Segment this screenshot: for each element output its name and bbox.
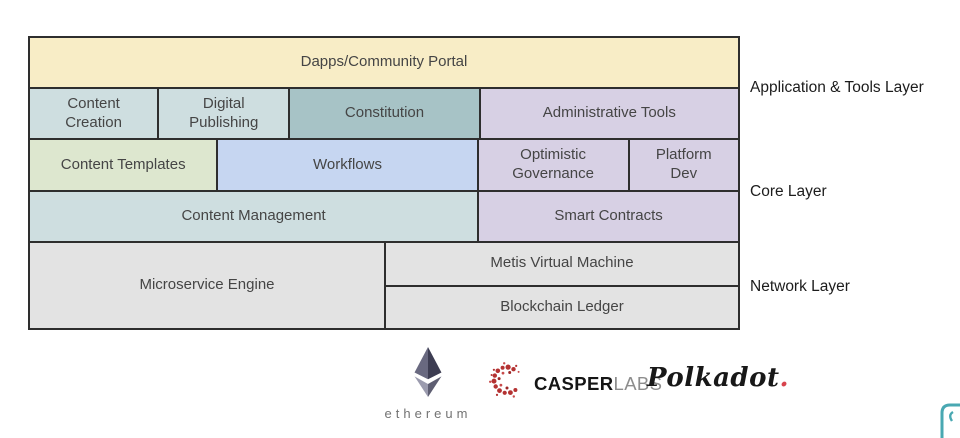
block-optimistic-governance: Optimistic Governance	[478, 140, 628, 190]
block-label: Optimistic Governance	[512, 146, 594, 182]
block-administrative-tools: Administrative Tools	[480, 89, 738, 138]
polkadot-dot: .	[779, 363, 790, 393]
block-label: Constitution	[344, 104, 425, 122]
row-application-bottom: Content Creation Digital Publishing Cons…	[30, 89, 738, 138]
block-label: Digital Publishing	[189, 94, 259, 131]
block-platform-dev: Platform Dev	[629, 140, 738, 190]
row-network: Microservice Engine Metis Virtual Machin…	[30, 243, 738, 328]
block-label: Blockchain Ledger	[500, 297, 624, 315]
block-label: Microservice Engine	[139, 276, 275, 294]
row-core-bottom: Content Management Smart Contracts	[30, 192, 738, 241]
block-label: Metis Virtual Machine	[490, 254, 634, 272]
block-content-templates: Content Templates	[30, 140, 217, 190]
block-label: Smart Contracts	[554, 207, 663, 225]
block-label: Content Creation	[65, 94, 122, 131]
casperlabs-wordmark: CASPERLABS	[534, 373, 662, 395]
block-label: Administrative Tools	[542, 104, 676, 122]
ethereum-wordmark: ethereum	[384, 406, 472, 421]
block-metis-virtual-machine: Metis Virtual Machine	[385, 243, 738, 285]
block-label: Workflows	[313, 155, 382, 173]
casper-light: LABS	[613, 372, 663, 394]
corner-partial-logo-icon	[934, 399, 960, 438]
polkadot-wordmark: Polkadot	[647, 363, 780, 393]
casper-bold: CASPER	[534, 372, 614, 394]
block-smart-contracts: Smart Contracts	[479, 192, 738, 241]
row-core-top: Content Templates Workflows Optimistic G…	[30, 140, 738, 190]
block-microservice-engine: Microservice Engine	[30, 243, 384, 328]
block-digital-publishing: Digital Publishing	[159, 89, 289, 138]
polkadot-logo: Polkadot.	[647, 363, 789, 393]
block-workflows: Workflows	[218, 140, 477, 190]
block-label: Content Templates	[60, 155, 186, 173]
block-blockchain-ledger: Blockchain Ledger	[385, 286, 738, 328]
layer-label-application-tools: Application & Tools Layer	[750, 79, 924, 96]
block-content-management: Content Management	[30, 192, 478, 241]
block-constitution: Constitution	[290, 89, 479, 138]
layer-label-network: Network Layer	[750, 278, 850, 295]
layer-label-core: Core Layer	[750, 183, 827, 200]
row-application-top: Dapps/Community Portal	[30, 38, 738, 87]
ethereum-icon	[412, 347, 444, 402]
ethereum-logo: ethereum	[380, 347, 476, 421]
casperlabs-icon	[486, 358, 528, 409]
architecture-diagram: Dapps/Community Portal Content Creation …	[28, 36, 740, 330]
network-right-column: Metis Virtual Machine Blockchain Ledger	[385, 243, 738, 328]
block-label: Content Management	[181, 207, 326, 225]
casperlabs-logo: CASPERLABS	[486, 358, 662, 409]
block-dapps-community-portal: Dapps/Community Portal	[30, 38, 738, 87]
block-content-creation: Content Creation	[30, 89, 158, 138]
block-label: Dapps/Community Portal	[300, 53, 468, 71]
block-label: Platform Dev	[655, 146, 712, 182]
